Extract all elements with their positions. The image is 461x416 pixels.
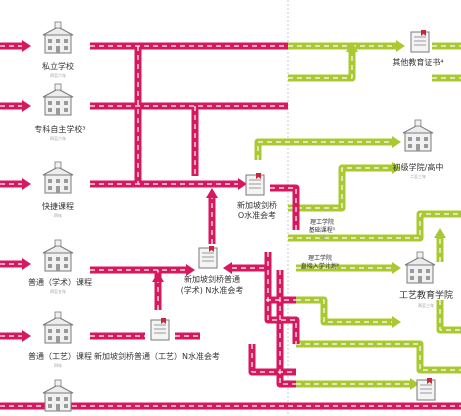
express-course-label: 快捷课程 bbox=[42, 202, 74, 211]
private-school-label: 私立学校 bbox=[42, 62, 74, 71]
specialized-school-duration: 四至六年 bbox=[50, 136, 66, 141]
poly-foundation-label-line-2: 基础课程⁵ bbox=[308, 227, 336, 234]
normal-academic-label: 普通（学术）课程 bbox=[28, 278, 92, 287]
express-course-icon bbox=[42, 161, 74, 194]
private-school-icon bbox=[42, 21, 74, 54]
junior-college-duration: 二至三年 bbox=[410, 174, 426, 179]
secondary-paths bbox=[0, 40, 461, 410]
specialized-school-label: 专科自主学校³ bbox=[34, 125, 86, 134]
normal-technical-duration: 四年 bbox=[54, 363, 62, 368]
o-level-label-line-2: O水准会考 bbox=[237, 211, 277, 220]
normal-academic-duration: 四至五年 bbox=[50, 289, 66, 294]
poly-foundation-duration: 一年 bbox=[318, 235, 326, 240]
na-level-label-line-1: 新加坡剑桥普通 bbox=[184, 275, 240, 284]
normal-academic-icon bbox=[42, 239, 74, 272]
post-secondary-paths bbox=[254, 40, 461, 390]
ite-duration: 两至三年 bbox=[418, 303, 434, 308]
other-certificate-icon bbox=[410, 29, 430, 53]
poly-direct-label-line-2: 直接入学计划⁶ bbox=[300, 263, 340, 270]
junior-college-label: 初级学院/高中 bbox=[392, 163, 444, 172]
ite-icon bbox=[404, 251, 436, 284]
express-course-duration: 四年 bbox=[54, 213, 62, 218]
private-school-duration: 四至六年 bbox=[50, 73, 66, 78]
poly-direct-label-line-1: 理工学院 bbox=[307, 255, 333, 262]
junior-college-icon bbox=[402, 119, 434, 152]
na-level-certificate-icon bbox=[198, 245, 218, 269]
specialized-school-icon bbox=[42, 83, 74, 116]
poly-foundation-label-line-1: 理工学院 bbox=[309, 219, 335, 226]
normal-technical-icon bbox=[42, 311, 74, 344]
normal-technical-label: 普通（工艺）课程 bbox=[28, 352, 92, 361]
o-level-label-line-1: 新加坡剑桥 bbox=[237, 201, 277, 210]
bottom-school-icon bbox=[42, 379, 74, 412]
o-level-certificate-icon bbox=[245, 172, 265, 196]
nt-level-certificate-icon bbox=[150, 317, 170, 341]
ite-label: 工艺教育学院 bbox=[398, 291, 454, 301]
na-level-label-line-2: (学术) N水准会考 bbox=[180, 286, 244, 295]
bottom-certificate-icon bbox=[416, 377, 436, 401]
other-certificate-label: 其他教育证书⁴ bbox=[392, 58, 444, 67]
nt-level-label: 新加坡剑桥普通（工艺）N水准会考 bbox=[94, 352, 220, 361]
